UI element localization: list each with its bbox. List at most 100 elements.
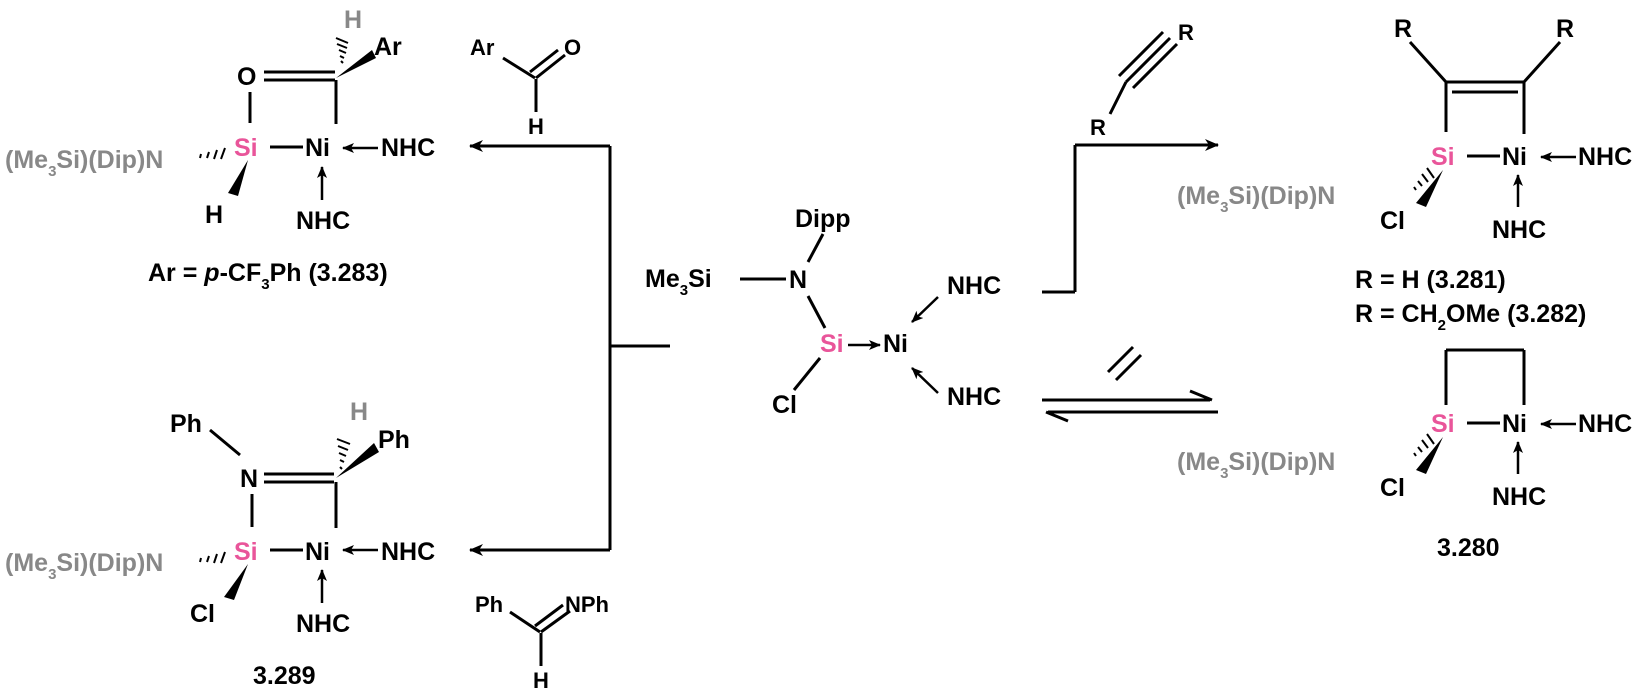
r-c-bond <box>1408 40 1448 84</box>
si-label: Si <box>1431 143 1455 171</box>
central-ni-label: Ni <box>883 330 908 358</box>
reagent-ar-label: Ar <box>470 35 495 60</box>
solid-wedge-bond <box>224 564 248 600</box>
h-label: H <box>350 398 368 426</box>
o-label: O <box>237 63 256 91</box>
solid-wedge-bond <box>336 443 379 478</box>
alkyne-reagent: R R <box>1090 20 1194 140</box>
product-3.281-3.282: R R (Me3Si)(Dip)N Si Ni NHC Cl NHC R = H… <box>1177 15 1632 334</box>
cl-label: Cl <box>190 600 215 628</box>
ar-label: Ar <box>374 33 402 61</box>
nhc-label: NHC <box>296 610 350 638</box>
reagent-cn-double-bond <box>540 609 571 634</box>
left-reaction-arrows <box>469 140 670 556</box>
n-dipp-bond <box>806 233 825 263</box>
nhc-label: NHC <box>947 383 1001 411</box>
reagent-o-label: O <box>564 35 581 60</box>
ni-label: Ni <box>1502 410 1527 438</box>
product-3.280: (Me3Si)(Dip)N Si Ni NHC Cl NHC 3.280 <box>1177 348 1632 562</box>
caption-3.289: 3.289 <box>253 662 316 690</box>
aldehyde-reagent: Ar O H <box>470 35 581 139</box>
amido-substituent-label: (Me3Si)(Dip)N <box>5 146 163 180</box>
reagent-r-label: R <box>1178 20 1194 45</box>
si-label: Si <box>1431 410 1455 438</box>
nhc-label: NHC <box>1492 216 1546 244</box>
ph-label: Ph <box>378 426 410 454</box>
ni-label: Ni <box>305 538 330 566</box>
r-c-bond <box>1522 40 1562 84</box>
cl-label: Cl <box>1380 207 1405 235</box>
reagent-h-label: H <box>528 114 544 139</box>
r-label: R <box>1394 15 1412 43</box>
nhc-ni-arrow-top <box>911 296 939 323</box>
hashed-wedge-bond <box>199 551 226 564</box>
dipp-label: Dipp <box>795 205 851 233</box>
right-reaction-arrows <box>1042 139 1219 423</box>
solid-wedge-bond <box>1416 437 1443 474</box>
nhc-label: NHC <box>1578 410 1632 438</box>
alkyne-r-bond <box>1108 81 1128 115</box>
nhc-label: NHC <box>947 272 1001 300</box>
si-label: Si <box>234 134 258 162</box>
nhc-label: NHC <box>296 207 350 235</box>
alkyne-triple-bond <box>1131 42 1179 90</box>
ph-n-bond <box>209 428 241 457</box>
si-label: Si <box>234 538 258 566</box>
central-si-label: Si <box>820 330 844 358</box>
reagent-bond <box>502 56 536 80</box>
amido-substituent-label: (Me3Si)(Dip)N <box>1177 182 1335 216</box>
hashed-wedge-bond <box>1413 167 1435 191</box>
hashed-wedge-bond <box>335 37 349 64</box>
amido-substituent-label: (Me3Si)(Dip)N <box>5 549 163 583</box>
ph-label: Ph <box>170 410 202 438</box>
product-3.289: Ph H Ph N (Me3Si)(Dip)N Si Ni NHC Cl <box>5 398 435 690</box>
nhc-label: NHC <box>381 134 435 162</box>
reagent-cn-double-bond <box>534 603 564 628</box>
amido-substituent-label: (Me3Si)(Dip)N <box>1177 448 1335 482</box>
ni-label: Ni <box>1502 143 1527 171</box>
central-cl-label: Cl <box>772 391 797 419</box>
nhc-label: NHC <box>381 538 435 566</box>
reagent-r-label: R <box>1090 115 1106 140</box>
hashed-wedge-bond <box>199 147 226 160</box>
h-label: H <box>344 6 362 34</box>
h-label: H <box>205 201 223 229</box>
nhc-label: NHC <box>1492 483 1546 511</box>
caption-3.281: R = H (3.281) <box>1355 266 1506 294</box>
reagent-h-label: H <box>533 668 549 693</box>
n-si-bond <box>806 295 827 329</box>
alkyne-triple-bond <box>1124 36 1172 84</box>
ethylene-double-bond <box>1106 345 1135 374</box>
nhc-ni-arrow-bottom <box>911 367 939 394</box>
hashed-wedge-bond <box>1413 433 1435 457</box>
reagent-co-double-bond <box>529 48 559 74</box>
nhc-label: NHC <box>1578 143 1632 171</box>
reagent-nph-label: NPh <box>565 592 609 617</box>
product-3.283: H Ar O (Me3Si)(Dip)N Si Ni NHC H NHC <box>5 6 435 293</box>
caption-3.283: Ar = p-CF3Ph (3.283) <box>148 259 388 293</box>
alkyne-triple-bond <box>1117 30 1165 78</box>
equilibrium-backward-barb <box>1045 410 1069 423</box>
solid-wedge-bond <box>1416 170 1443 207</box>
reagent-ph-label: Ph <box>475 592 503 617</box>
starting-complex: Dipp Me3Si N Si Cl Ni NHC NHC <box>645 205 1001 419</box>
caption-3.280: 3.280 <box>1437 534 1500 562</box>
si-cl-bond <box>792 357 822 391</box>
amide-n-label: N <box>789 266 807 294</box>
caption-3.282: R = CH2OMe (3.282) <box>1355 300 1586 334</box>
reagent-bond <box>509 610 541 634</box>
ethylene-double-bond <box>1114 353 1143 382</box>
reagent-co-double-bond <box>535 53 566 80</box>
equilibrium-forward-barb <box>1189 389 1213 402</box>
ethylene-reagent <box>1106 345 1143 382</box>
solid-wedge-bond <box>228 160 248 196</box>
me3si-label: Me3Si <box>645 265 712 299</box>
imine-reagent: Ph NPh H <box>475 592 609 693</box>
r-label: R <box>1556 15 1574 43</box>
solid-wedge-bond <box>336 50 376 78</box>
imine-n-label: N <box>240 465 258 493</box>
ni-label: Ni <box>305 134 330 162</box>
hashed-wedge-bond <box>336 438 351 470</box>
cl-label: Cl <box>1380 474 1405 502</box>
